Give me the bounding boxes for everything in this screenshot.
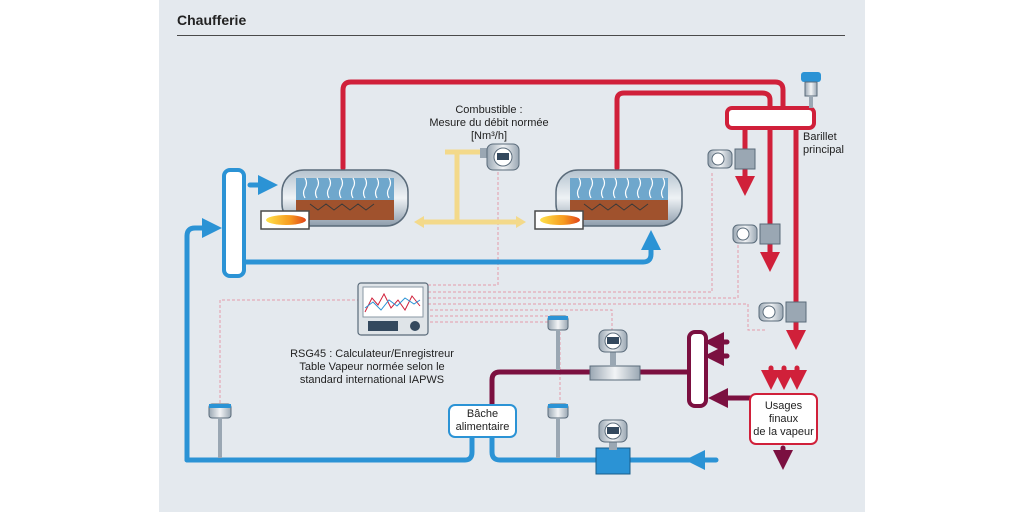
steam-flowmeter-2-icon	[732, 223, 781, 245]
burner-flame-icon	[540, 215, 580, 225]
boiler-2	[534, 169, 683, 230]
title-rule	[177, 35, 845, 36]
rsg45-label: RSG45 : Calculateur/Enregistreur Table V…	[290, 348, 454, 386]
main-header-barillet	[725, 106, 816, 130]
water-distribution-header	[222, 168, 246, 278]
fuel-measurement-label: Combustible : Mesure du débit normée [Nm…	[429, 104, 549, 142]
main-header-label: Barillet principal	[803, 131, 844, 156]
feedwater-flowmeter-icon	[595, 419, 631, 475]
rsg45-recorder-icon	[357, 282, 429, 336]
water-lines	[184, 175, 719, 470]
steam-lines	[340, 79, 807, 390]
condensate-flowmeter-icon	[589, 329, 641, 381]
burner-flame-icon	[266, 215, 306, 225]
fuel-flowmeter-icon	[480, 143, 520, 171]
feed-tank-box: Bâche alimentaire	[448, 404, 517, 438]
steam-flowmeter-1-icon	[707, 148, 756, 170]
steam-flowmeter-3-icon	[758, 301, 807, 323]
boiler-1	[260, 169, 409, 230]
temperature-sensor-2-icon	[547, 403, 569, 458]
condensate-collector	[687, 330, 708, 408]
pressure-transmitter-icon	[801, 72, 821, 108]
temperature-sensor-3-icon	[208, 403, 232, 458]
temperature-sensor-1-icon	[547, 315, 569, 370]
page-title: Chaufferie	[177, 12, 247, 28]
steam-end-uses-box: Usages finaux de la vapeur	[749, 393, 818, 445]
condensate-lines	[489, 332, 793, 470]
